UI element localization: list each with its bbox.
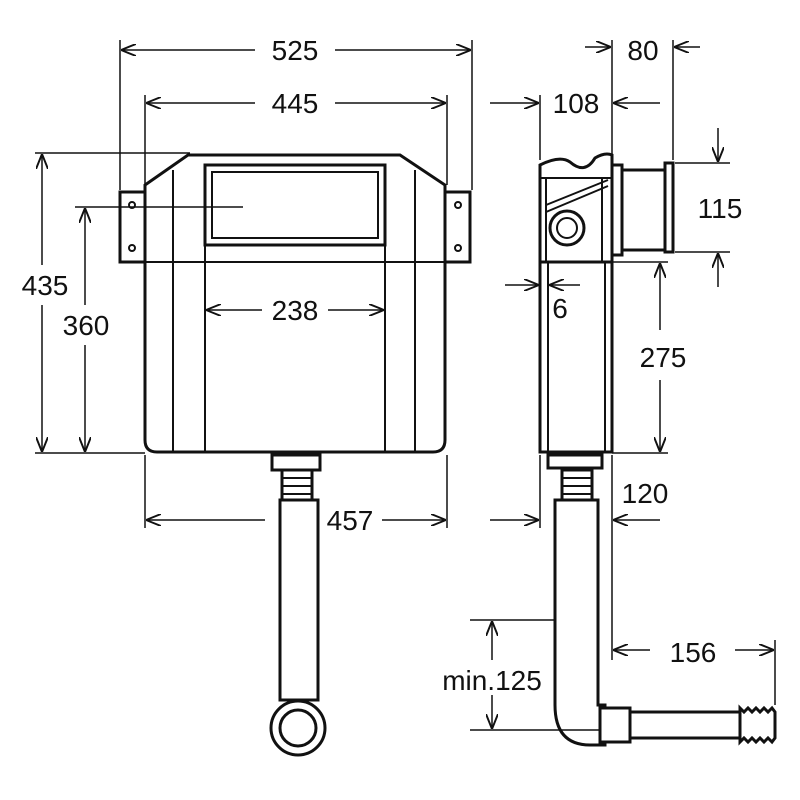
drawing-line	[128, 201, 136, 209]
drawing-line	[556, 217, 578, 239]
outlet-connector	[270, 453, 322, 472]
drawing-line	[546, 453, 604, 470]
dim-115: 115	[698, 193, 743, 224]
dim-525: 525	[272, 35, 319, 66]
front-view	[118, 153, 472, 757]
dim-156: 156	[670, 637, 717, 668]
dim-445: 445	[272, 88, 319, 119]
access-window	[203, 163, 387, 247]
side-view	[538, 152, 777, 747]
dim-min-125: min.125	[442, 665, 542, 696]
drawing-line	[545, 179, 609, 206]
side-bellows	[560, 468, 594, 502]
dim-360: 360	[63, 310, 110, 341]
dim-80: 80	[627, 35, 658, 66]
bellows	[280, 468, 314, 502]
drawing-line	[278, 708, 318, 748]
drawing-line	[545, 185, 609, 213]
side-body	[538, 260, 614, 454]
drawing-line	[663, 161, 675, 254]
dim-435: 435	[22, 270, 69, 301]
drawing-line	[454, 201, 462, 209]
side-flush-pipe	[553, 498, 607, 747]
flush-button-housing	[620, 168, 667, 252]
drawing-line	[598, 706, 632, 744]
dim-457: 457	[327, 505, 374, 536]
side-dimensions: 80 108 115 6 275 120 156 min.125	[442, 35, 776, 731]
front-dimensions: 525 445 435 360 238 457	[22, 35, 473, 536]
float-valve	[548, 209, 586, 247]
dim-275: 275	[640, 342, 687, 373]
dim-6: 6	[552, 293, 568, 324]
outlet-pipe	[628, 710, 742, 740]
dim-120: 120	[622, 478, 669, 509]
drawing-line	[211, 171, 379, 239]
flush-pipe	[278, 498, 320, 702]
dim-108: 108	[553, 88, 600, 119]
outlet-ribbed-end	[738, 704, 777, 746]
dim-238: 238	[272, 295, 319, 326]
drawing-line	[128, 244, 136, 252]
drawing-line	[454, 244, 462, 252]
